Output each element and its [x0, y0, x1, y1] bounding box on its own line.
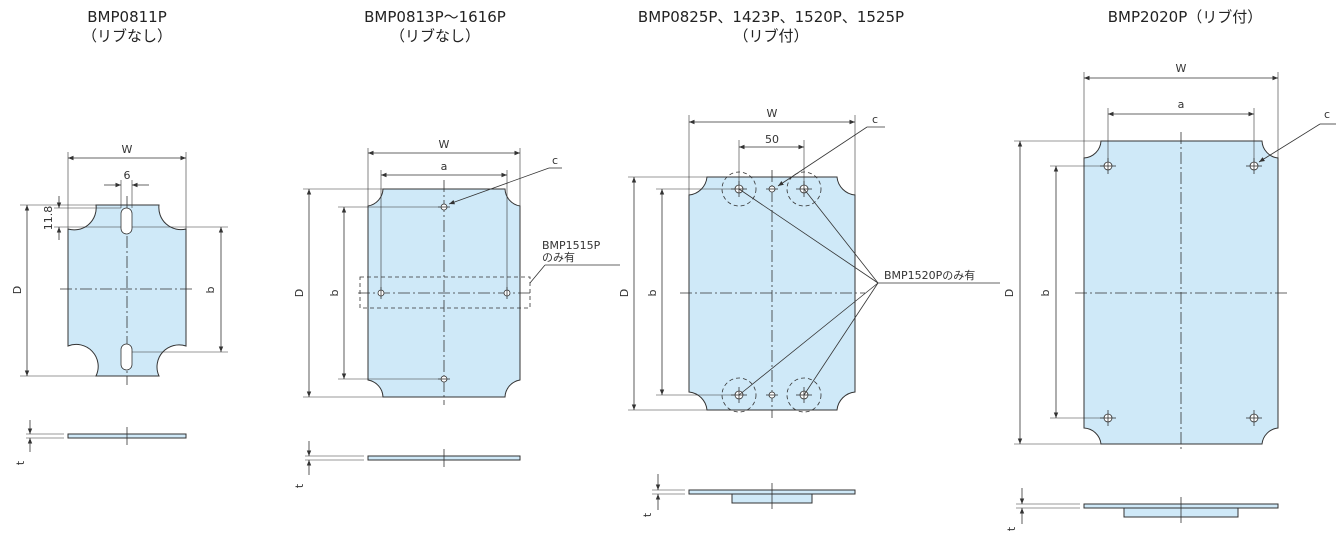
plate2-a-label: a [441, 160, 448, 173]
panel1-plate-top: W 6 11.8 D b [11, 143, 228, 385]
plate2-W-label: W [439, 138, 450, 151]
panel4-model: BMP2020P（リブ付） [1107, 8, 1263, 26]
plate1-11.8-label: 11.8 [42, 206, 55, 231]
plate2-t-label: t [293, 483, 306, 488]
plate4-D-label: D [1003, 289, 1016, 297]
plate4-b-label: b [1039, 289, 1052, 296]
plate4-W-label: W [1176, 62, 1187, 75]
panel2-title: BMP0813P～1616P （リブなし） [330, 8, 540, 46]
plate3-t-label: t [641, 512, 654, 517]
panel1-side-view: t [14, 420, 187, 465]
plate3-note: BMP1520Pのみ有 [884, 268, 975, 282]
plate1-6-label: 6 [124, 169, 131, 182]
plate4-holes [1100, 158, 1262, 426]
plate2-c-label: c [552, 154, 558, 167]
panel3-title: BMP0825P、1423P、1520P、1525P （リブ付） [586, 8, 956, 46]
panel2-side-view: t [293, 441, 521, 488]
plate2-note-line1: BMP1515P [542, 239, 601, 252]
plate3-D-label: D [618, 289, 631, 297]
plate4-a-label: a [1178, 98, 1185, 111]
plate3-W-label: W [767, 107, 778, 120]
plate3-50-label: 50 [765, 133, 779, 146]
plate1-t-label: t [14, 460, 27, 465]
plate1-slot-bottom [120, 343, 133, 371]
plate2-b-label: b [328, 289, 341, 296]
plate2-holes [377, 203, 511, 383]
plate1 [67, 204, 187, 377]
panel3-note: （リブ付） [733, 27, 809, 45]
plate3-1520-leaders [738, 188, 1000, 396]
plate1-W-label: W [122, 143, 133, 156]
panel1-note: （リブなし） [81, 27, 172, 45]
panel2-model: BMP0813P～1616P [364, 8, 506, 26]
panel4-side-view: t [1005, 488, 1279, 531]
plate2-1515-region [359, 276, 531, 309]
panel4-title: BMP2020P（リブ付） [1080, 8, 1290, 27]
panel2-note: （リブなし） [389, 27, 480, 45]
plate4-c-label: c [1324, 108, 1330, 121]
panel2-plate: W a c D b BMP1515P のみ有 [293, 138, 620, 405]
plate4-t-label: t [1005, 526, 1018, 531]
plate1-slot-top [120, 207, 133, 235]
panel3-model: BMP0825P、1423P、1520P、1525P [637, 8, 905, 26]
plate2-D-label: D [293, 289, 306, 297]
plate1-b-label: b [204, 286, 217, 293]
plate2-note-line2: のみ有 [542, 250, 575, 264]
plate1-D-label: D [11, 286, 24, 294]
plate3-c-label: c [872, 113, 878, 126]
panel4-plate: W a c D b [1003, 62, 1336, 452]
panel1-model: BMP0811P [87, 8, 167, 26]
panel3-plate: W 50 c D b BMP1520Pのみ有 [618, 107, 1000, 418]
plate3-b-label: b [646, 289, 659, 296]
panel1-title: BMP0811P （リブなし） [52, 8, 202, 46]
panel3-side-view: t [641, 474, 856, 517]
